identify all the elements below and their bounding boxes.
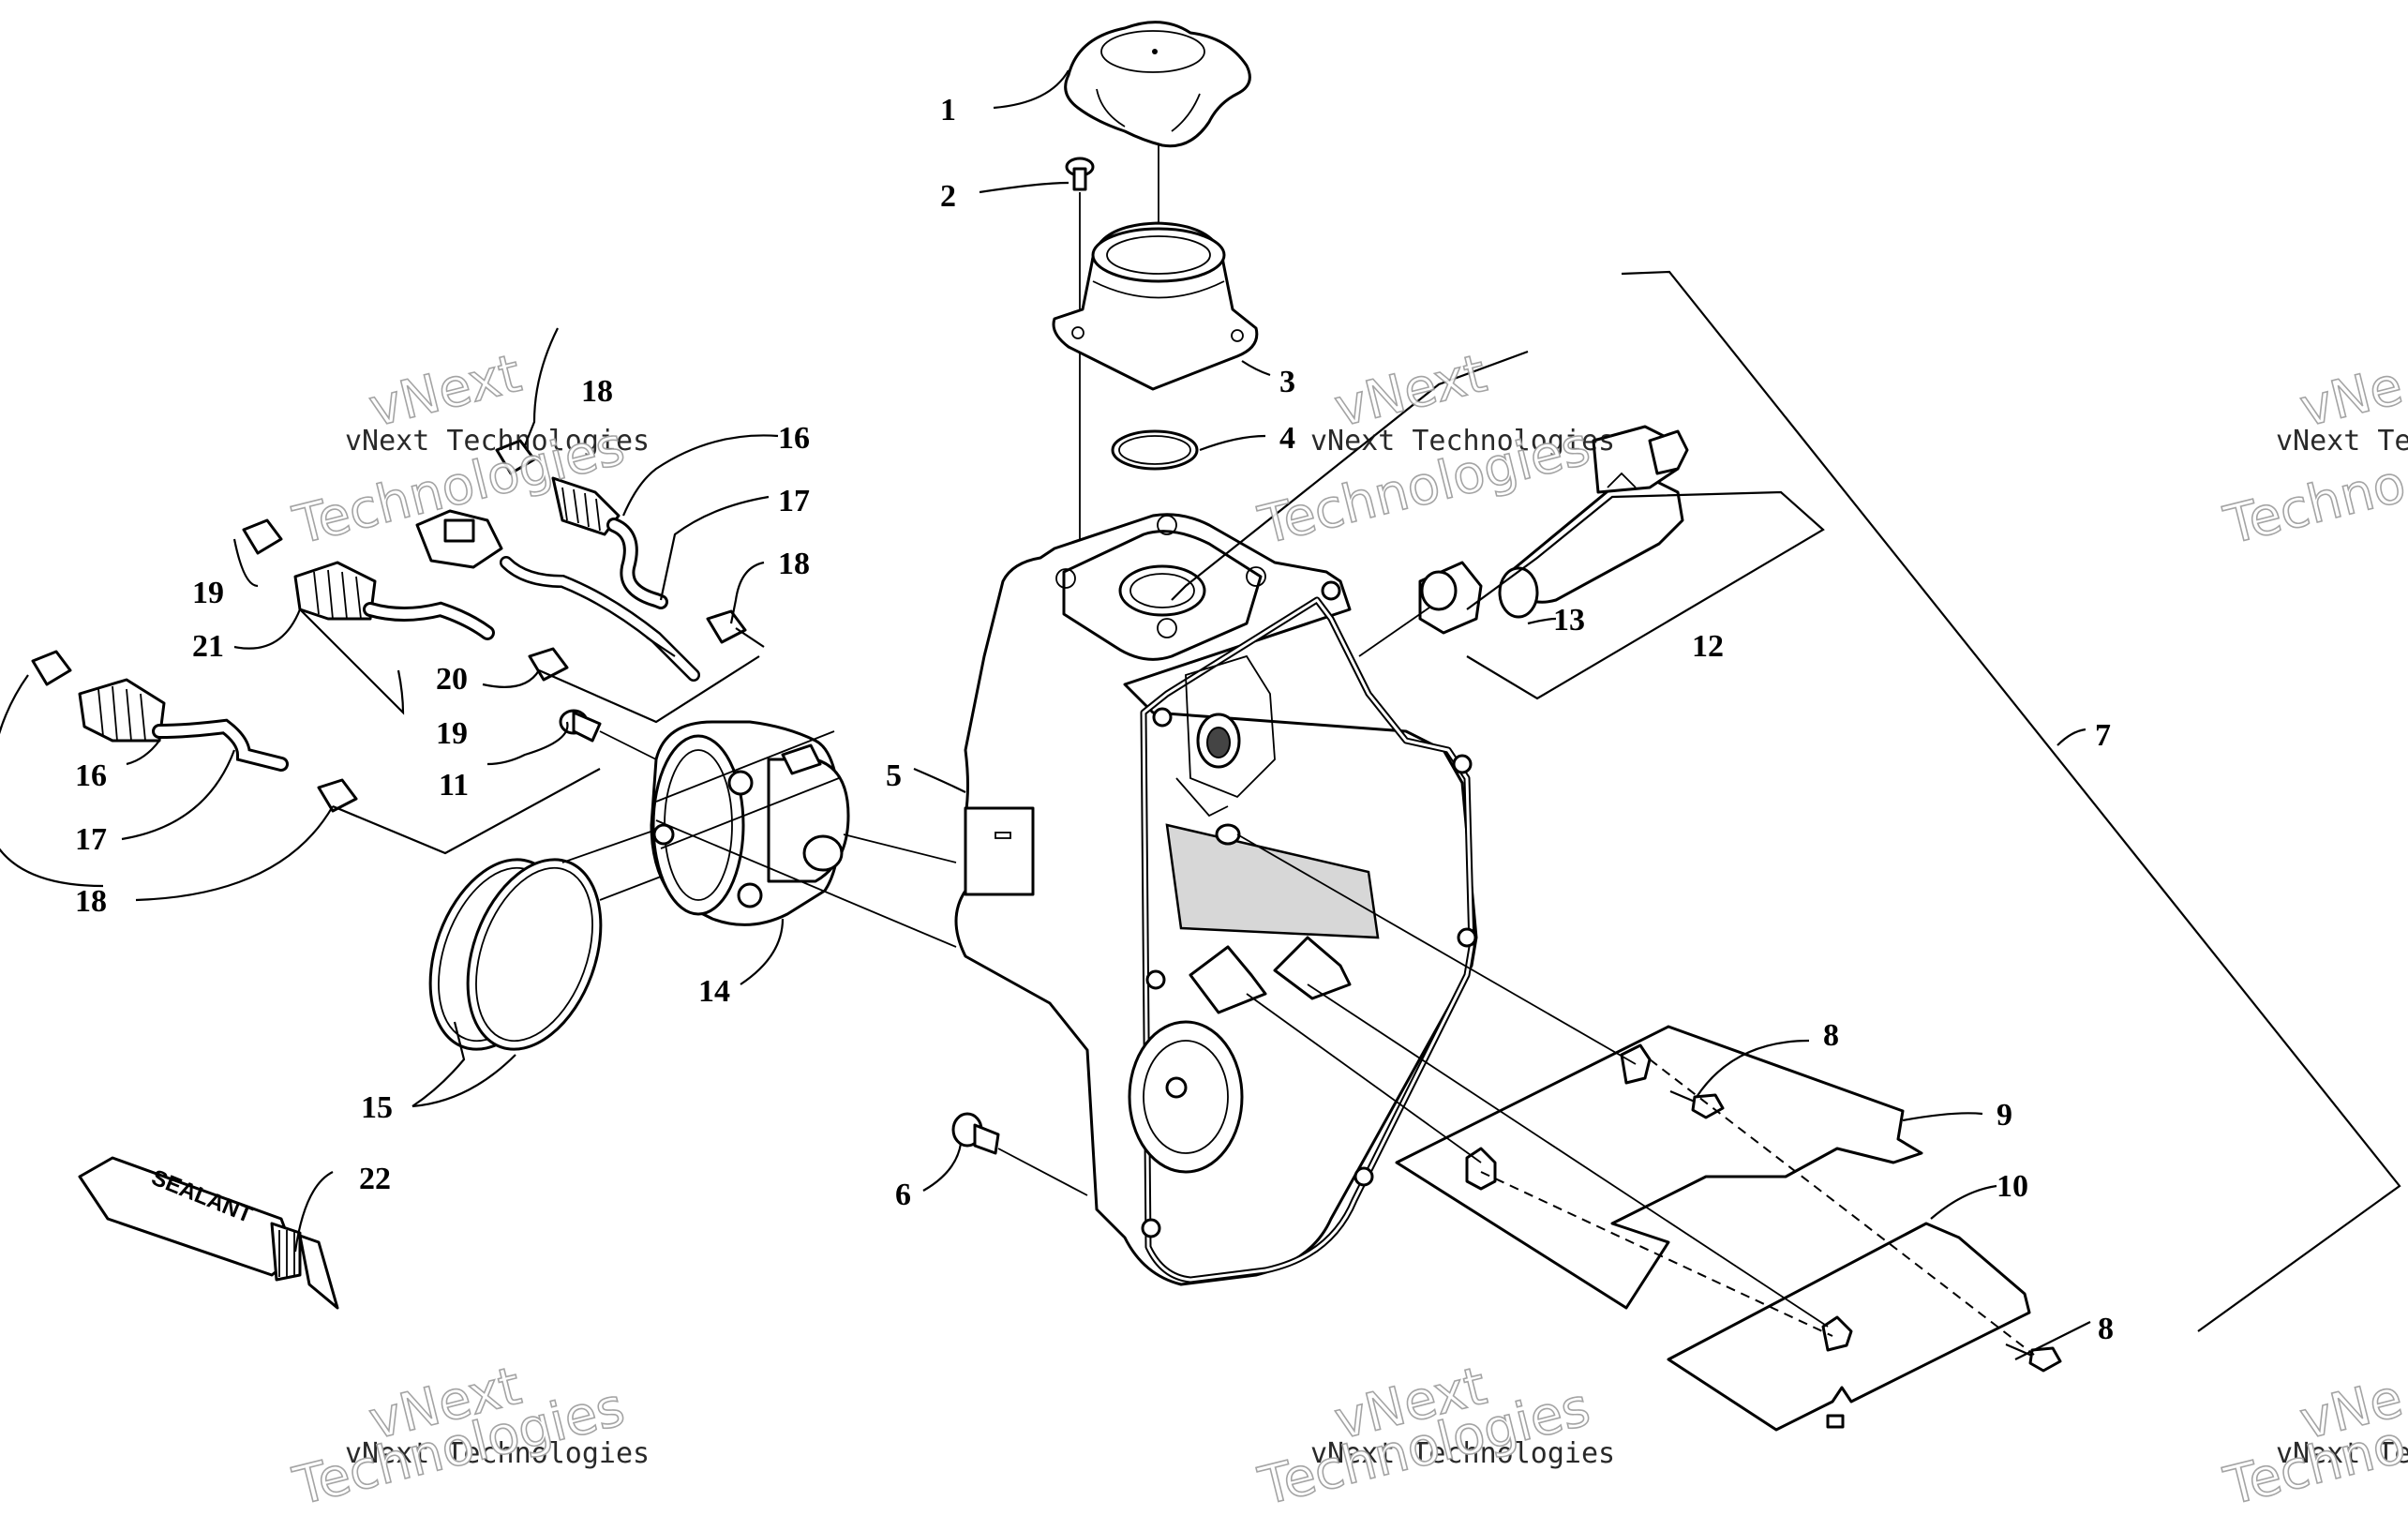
watermark-line: vNext Technologies xyxy=(1310,1437,1615,1470)
callout-17-lower: 17 xyxy=(75,822,107,857)
callout-1: 1 xyxy=(940,93,956,128)
callout-21: 21 xyxy=(192,629,224,664)
callout-5: 5 xyxy=(886,758,902,793)
callout-numbers: 1 2 3 4 5 6 7 8 8 9 10 11 12 13 14 15 16… xyxy=(75,93,2114,1346)
bolt-11 xyxy=(559,709,602,743)
screw-8 xyxy=(1669,1089,2062,1373)
heat-shield-10 xyxy=(1667,1222,2031,1432)
callout-16-lower: 16 xyxy=(75,758,107,793)
screw-2 xyxy=(1065,157,1095,191)
callout-13: 13 xyxy=(1553,603,1585,638)
watermark-line: vNext Tec xyxy=(2276,425,2408,458)
callout-19-upper: 19 xyxy=(192,576,224,610)
fuel-level-sensor xyxy=(1498,425,1689,619)
callout-18-left: 18 xyxy=(75,884,107,919)
o-ring-4 xyxy=(1111,429,1199,471)
callout-14: 14 xyxy=(698,974,730,1009)
callout-8-upper: 8 xyxy=(1823,1018,1839,1053)
wiring-connector xyxy=(415,509,700,682)
hose-16-lower xyxy=(78,678,289,772)
pump-o-rings xyxy=(428,858,603,1051)
hose-16-upper xyxy=(551,476,668,609)
grommet-13 xyxy=(1418,561,1483,635)
callout-7: 7 xyxy=(2095,718,2111,753)
heat-shield-9 xyxy=(1395,1025,1923,1310)
fuel-pump xyxy=(650,720,850,926)
fuel-tank xyxy=(954,513,1478,1286)
callout-16-upper: 16 xyxy=(778,421,810,456)
watermark-line: vNext Technologies xyxy=(345,425,650,458)
callout-11: 11 xyxy=(439,768,469,803)
watermark-line: vNext Tec xyxy=(2276,1437,2408,1470)
callout-2: 2 xyxy=(940,179,956,214)
watermark-technologies: Techno xyxy=(2219,453,2408,557)
screw-6 xyxy=(951,1112,1000,1155)
callout-15: 15 xyxy=(361,1090,393,1125)
clamp xyxy=(31,439,747,813)
callout-18-top: 18 xyxy=(581,374,613,409)
callout-22: 22 xyxy=(359,1162,391,1196)
callout-3: 3 xyxy=(1279,365,1295,399)
callout-20: 20 xyxy=(436,662,468,697)
callout-18-right: 18 xyxy=(778,547,810,581)
callout-17-upper: 17 xyxy=(778,484,810,518)
callout-8-lower: 8 xyxy=(2098,1312,2114,1346)
leader-lines xyxy=(0,69,2091,1360)
watermark-line: vNext Technologies xyxy=(1310,425,1615,458)
callout-9: 9 xyxy=(1997,1098,2012,1133)
callout-10: 10 xyxy=(1997,1169,2028,1204)
fuel-cap xyxy=(1064,21,1251,148)
watermark-line: vNext Technologies xyxy=(345,1437,650,1470)
hose-21 xyxy=(293,561,495,640)
callout-19-lower: 19 xyxy=(436,716,468,751)
group-bracket-7 xyxy=(1621,270,2401,1332)
filler-neck xyxy=(1052,221,1259,391)
callout-6: 6 xyxy=(895,1178,911,1212)
callout-4: 4 xyxy=(1279,421,1295,456)
callout-12: 12 xyxy=(1692,629,1724,664)
